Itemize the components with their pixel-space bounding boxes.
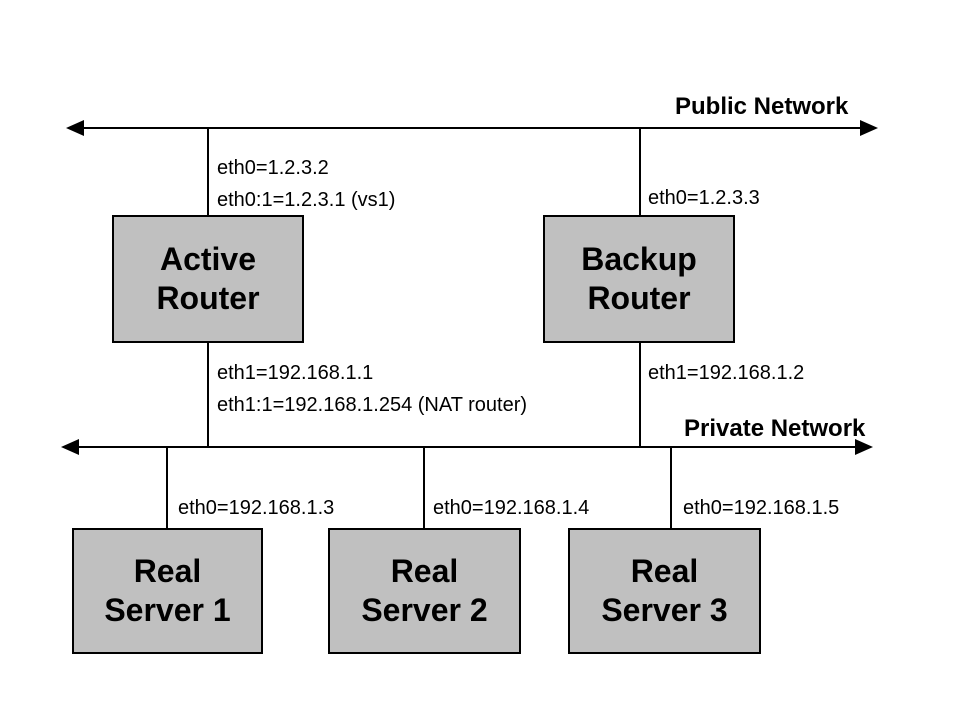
backup-router-private-link [639,341,641,448]
public-network-right-arrow-icon [860,120,878,136]
backup-router-public-link [639,128,641,216]
active-router-public-link [207,128,209,216]
backup-router-node: Backup Router [543,215,735,343]
public-network-left-arrow-icon [66,120,84,136]
server1-label: Real Server 1 [104,553,231,628]
server2-node: Real Server 2 [328,528,521,654]
active-router-eth1-alias-label: eth1:1=192.168.1.254 (NAT router) [217,394,528,416]
private-network-line [66,446,860,448]
server1-node: Real Server 1 [72,528,263,654]
active-router-node: Active Router [112,215,304,343]
server2-label: Real Server 2 [361,553,488,628]
private-network-right-arrow-icon [855,439,873,455]
server3-node: Real Server 3 [568,528,761,654]
server3-eth0-label: eth0=192.168.1.5 [683,497,840,519]
public-network-label: Public Network [675,93,849,120]
public-network-line [72,127,862,129]
active-router-eth0-alias-label: eth0:1=1.2.3.1 (vs1) [217,189,396,211]
active-router-label: Active Router [156,241,260,316]
private-network-label: Private Network [684,415,866,442]
active-router-private-link [207,341,209,448]
server1-private-link [166,448,168,528]
backup-router-eth0-label: eth0=1.2.3.3 [648,187,760,209]
server2-private-link [423,448,425,528]
backup-router-eth1-label: eth1=192.168.1.2 [648,362,805,384]
active-router-eth1-label: eth1=192.168.1.1 [217,362,374,384]
private-network-left-arrow-icon [61,439,79,455]
active-router-eth0-label: eth0=1.2.3.2 [217,157,329,179]
server3-private-link [670,448,672,528]
server1-eth0-label: eth0=192.168.1.3 [178,497,335,519]
backup-router-label: Backup Router [581,241,697,316]
server2-eth0-label: eth0=192.168.1.4 [433,497,590,519]
server3-label: Real Server 3 [601,553,728,628]
